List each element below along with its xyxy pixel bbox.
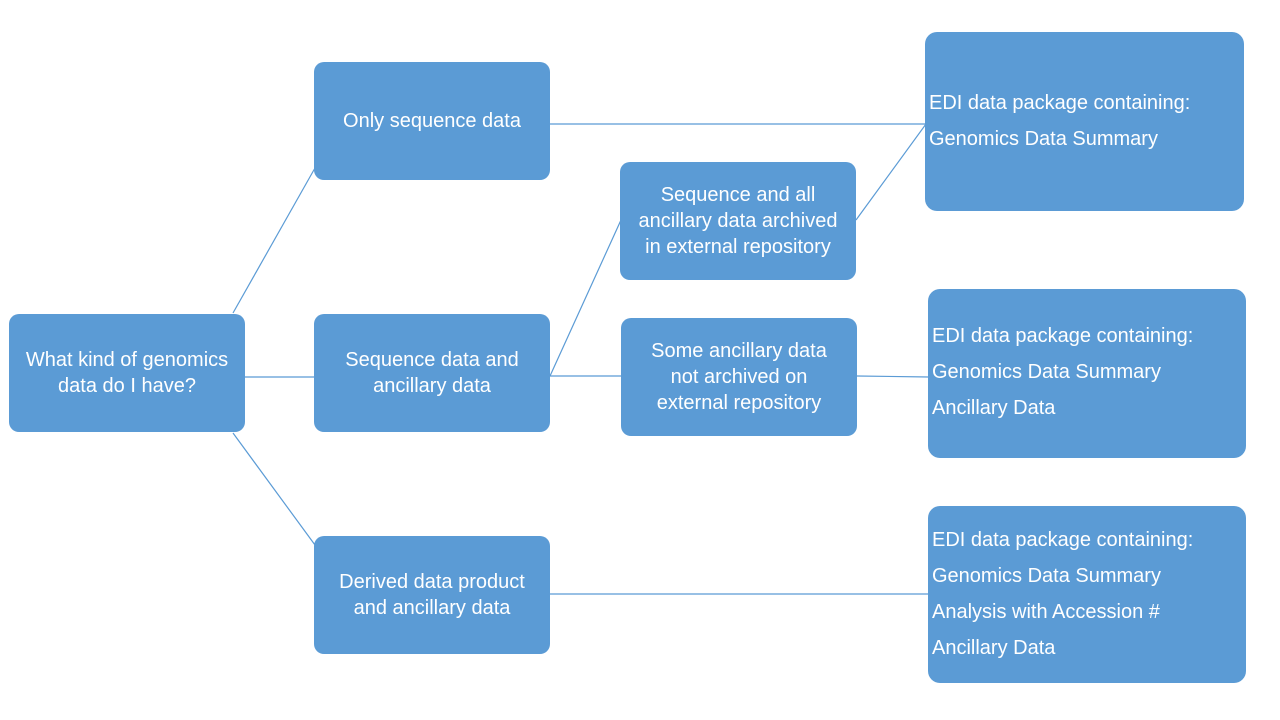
result-3-line-3: Analysis with Accession # — [932, 601, 1160, 623]
connector-not-archived-to-result — [856, 375, 930, 378]
option-sequence-ancillary-box: Sequence data and ancillary data — [314, 314, 550, 432]
connector-sequence-ancillary-to-archived — [549, 219, 622, 377]
root-question-label: What kind of genomics data do I have? — [25, 349, 229, 397]
result-3-line-2: Genomics Data Summary — [932, 565, 1161, 587]
root-question-box: What kind of genomics data do I have? — [9, 314, 245, 432]
result-3-line-4: Ancillary Data — [932, 637, 1056, 659]
result-package-3: EDI data package containing: Genomics Da… — [928, 506, 1246, 683]
option-derived-box: Derived data product and ancillary data — [314, 536, 550, 654]
result-2-line-1: EDI data package containing: — [932, 325, 1194, 347]
result-2-line-2: Genomics Data Summary — [932, 361, 1161, 383]
result-1-line-2: Genomics Data Summary — [929, 128, 1158, 150]
result-3-line-1: EDI data package containing: — [932, 529, 1194, 551]
option-sequence-ancillary-label: Sequence data and ancillary data — [345, 349, 519, 397]
result-1-line-1: EDI data package containing: — [929, 92, 1191, 114]
option-only-sequence-label: Only sequence data — [343, 110, 521, 132]
result-package-1: EDI data package containing: Genomics Da… — [925, 32, 1244, 211]
option-derived-label: Derived data product and ancillary data — [339, 571, 525, 619]
connector-root-to-derived — [232, 432, 316, 546]
option-not-archived-box: Some ancillary data not archived on exte… — [621, 318, 857, 436]
connector-archived-to-result — [855, 123, 927, 221]
result-2-line-3: Ancillary Data — [932, 397, 1056, 419]
option-archived-label: Sequence and all ancillary data archived… — [638, 184, 838, 258]
result-package-2: EDI data package containing: Genomics Da… — [928, 289, 1246, 458]
option-archived-box: Sequence and all ancillary data archived… — [620, 162, 856, 280]
connector-root-to-only-sequence — [232, 167, 316, 314]
option-not-archived-label: Some ancillary data not archived on exte… — [651, 340, 827, 414]
option-only-sequence-box: Only sequence data — [314, 62, 550, 180]
